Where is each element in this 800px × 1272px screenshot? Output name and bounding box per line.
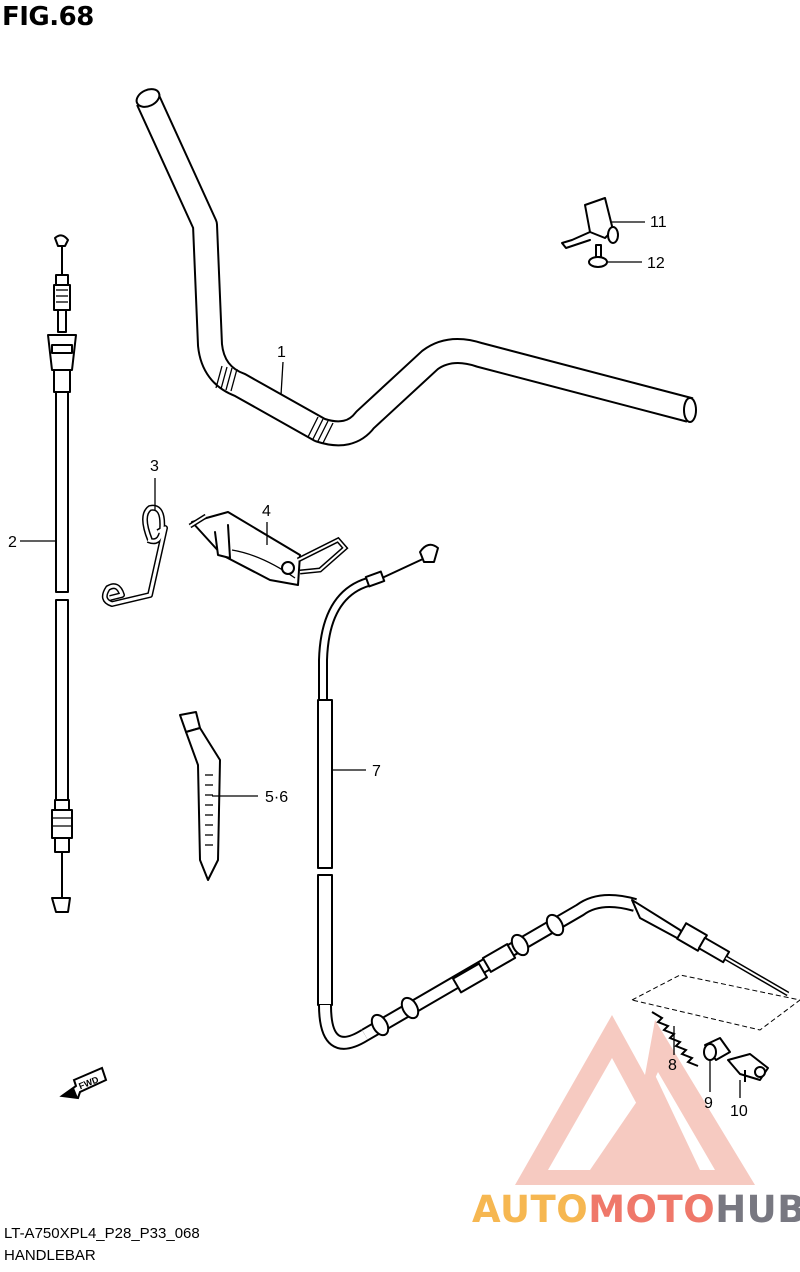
clamp-bracket-part-4[interactable] [188,511,349,586]
leader-1 [280,361,284,396]
wire-clamp-part-3[interactable] [101,504,168,607]
cable-end-part-10[interactable] [727,1053,769,1082]
callout-9: 9 [704,1095,713,1112]
figure-name: HANDLEBAR [4,1247,96,1264]
callout-4: 4 [262,503,271,520]
cable-tie-part-5-6[interactable] [179,711,221,881]
grip-knurl-left [215,365,238,392]
sleeve-part-9[interactable] [703,1037,731,1061]
callout-5-6: 5·6 [265,789,288,806]
screw-part-12[interactable] [588,244,608,268]
figure-code: LT-A750XPL4_P28_P33_068 [4,1225,200,1242]
callout-3: 3 [150,458,159,475]
watermark-logo [515,1015,755,1185]
spring-part-8[interactable] [651,1011,699,1067]
callout-12: 12 [647,255,665,272]
detail-box [630,974,800,1031]
bracket-part-11[interactable] [561,197,619,249]
watermark-text: AUTOMOTOHUB [472,1188,800,1231]
cable-part-2[interactable] [47,234,77,913]
fwd-arrow-icon: FWD [59,1066,108,1100]
cable-part-7[interactable] [317,543,790,1050]
callout-2: 2 [8,534,17,551]
grip-knurl-right [307,416,334,444]
callout-11: 11 [650,214,667,231]
callout-8: 8 [668,1057,677,1074]
figure-title: FIG.68 [2,2,94,32]
callout-1: 1 [277,344,286,361]
handlebar-part[interactable] [134,86,697,447]
callout-7: 7 [372,763,381,780]
callout-10: 10 [730,1103,748,1120]
